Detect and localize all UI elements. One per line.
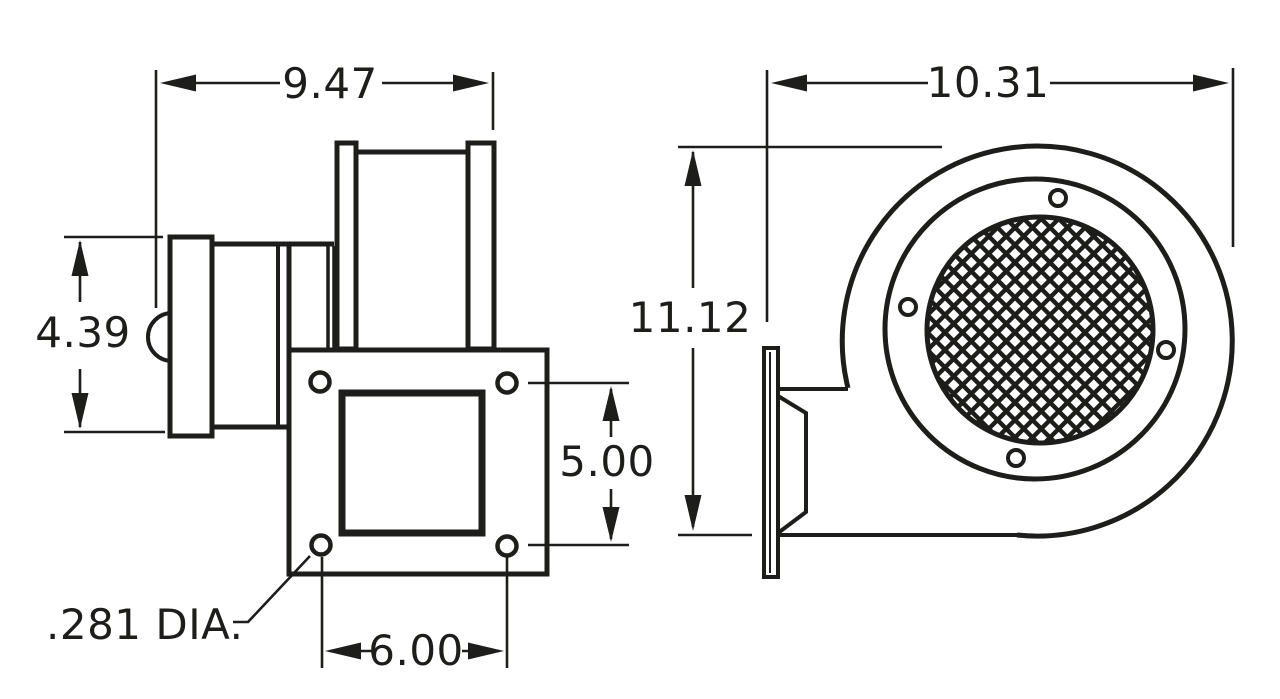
dim-front-overall-height (678, 145, 942, 537)
arrowhead-down (684, 495, 702, 531)
dim-side-overall-width (154, 70, 495, 308)
front-overall-height-label: 11.12 (628, 293, 752, 342)
ring-bolt-hole-bottom (1006, 448, 1026, 468)
flange-bolt-hole-top-left (308, 370, 332, 394)
ring-bolt-hole-right (1156, 340, 1176, 360)
dim-bolt-spacing-vertical (528, 381, 629, 547)
dim-motor-height (64, 235, 165, 434)
arrowhead-down (602, 507, 620, 542)
flange-bolt-hole-bottom-right (495, 534, 519, 558)
bolt-spacing-horizontal-label: 6.00 (368, 626, 464, 675)
ring-bolt-hole-left (898, 297, 918, 317)
arrowhead-up (71, 240, 89, 276)
arrowhead-down (71, 393, 89, 429)
arrowhead-right (1193, 74, 1229, 92)
side-view (146, 140, 550, 577)
housing-left-flange-strip (334, 140, 359, 352)
dim-front-overall-width (765, 68, 1235, 322)
arrowhead-up (684, 150, 702, 186)
dimension-annotations (64, 68, 1235, 668)
outlet-opening (338, 389, 486, 537)
outlet-bracket (776, 394, 808, 535)
arrowhead-right (453, 74, 489, 92)
inlet-screen-mesh (924, 214, 1156, 446)
arrowhead-left (325, 642, 361, 660)
ring-bolt-hole-top (1048, 188, 1068, 208)
arrowhead-left (771, 74, 807, 92)
hole-diameter-label: .281 DIA. (46, 600, 244, 649)
front-overall-width-label: 10.31 (926, 58, 1050, 107)
flange-bolt-hole-bottom-left (309, 533, 333, 557)
side-overall-width-label: 9.47 (282, 59, 378, 108)
hole-diameter-leader-line (233, 555, 311, 624)
housing-right-flange-strip (465, 140, 497, 352)
motor-end-bell (167, 234, 215, 439)
motor-end-cap-bump (146, 311, 173, 363)
bolt-spacing-vertical-label: 5.00 (559, 437, 655, 486)
arrowhead-right (468, 642, 504, 660)
dim-bolt-spacing-horizontal (320, 557, 509, 668)
scroll-housing-outline (839, 143, 1235, 539)
arrowhead-up (602, 386, 620, 421)
motor-height-label: 4.39 (35, 308, 131, 357)
flange-bolt-hole-top-right (495, 371, 519, 395)
arrowhead-left (160, 74, 196, 92)
front-view (762, 143, 1235, 579)
